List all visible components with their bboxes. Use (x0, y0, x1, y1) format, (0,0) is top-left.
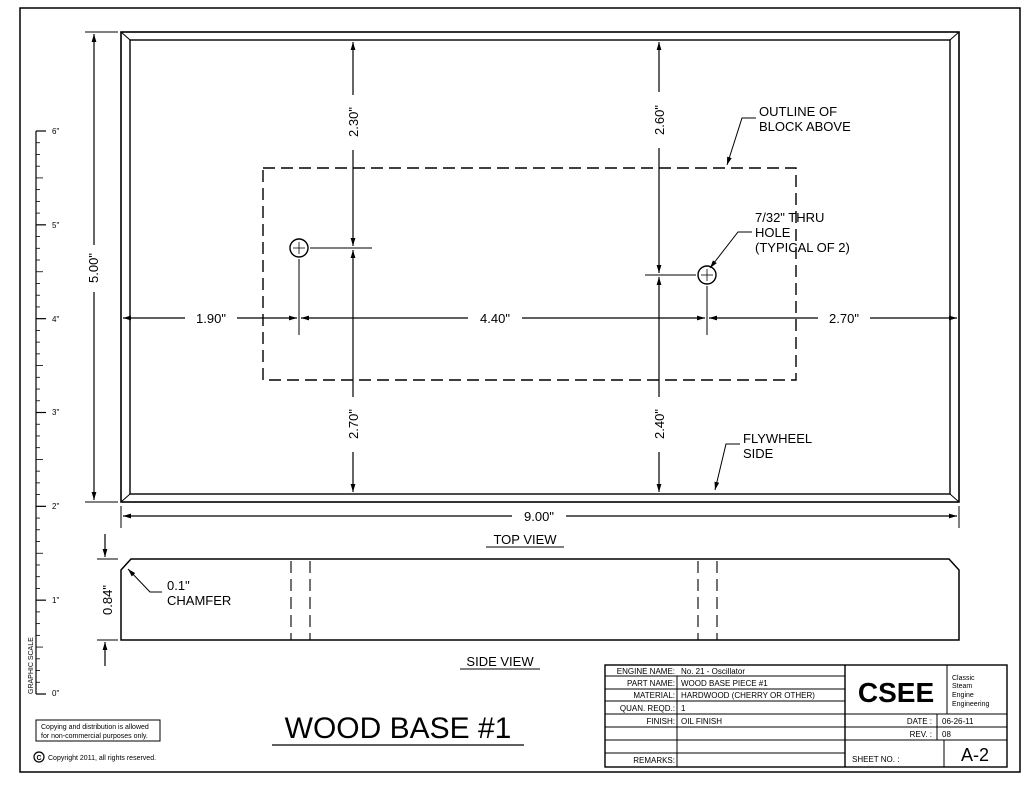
note-flywheel-line1: FLYWHEEL (743, 431, 812, 446)
rev-label: REV. : (910, 730, 932, 739)
chamfer-size: 0.1" (167, 578, 190, 593)
logo-csee: CSEE (858, 677, 934, 708)
note-outline-line1: OUTLINE OF (759, 104, 837, 119)
copyright-block: Copying and distribution is allowed for … (33, 719, 161, 763)
top-view-label: TOP VIEW (493, 532, 557, 547)
top-view: 5.00" 1.90" 4.40" 2.70" 2.30" 2.70" 2.60… (85, 31, 960, 548)
side-view-label: SIDE VIEW (466, 654, 534, 669)
sheet-label: SHEET NO. : (852, 755, 899, 764)
title-block-row-label: QUAN. REQD.: (620, 704, 675, 713)
title-block-row-value: WOOD BASE PIECE #1 (681, 679, 768, 688)
top-view-board-inner (129, 39, 951, 495)
copyright-notice-line1: Copying and distribution is allowed (41, 724, 149, 731)
scale-tick-3: 3" (52, 408, 59, 417)
copyright-text: Copyright 2011, all rights reserved. (48, 755, 156, 762)
copyright-symbol-letter: C (36, 755, 41, 762)
title-block-row-value: No. 21 - Oscillator (681, 667, 745, 676)
copyright-notice-box (35, 719, 161, 742)
dim-right-top: 2.60" (652, 105, 667, 135)
scale-tick-5: 5" (52, 221, 59, 230)
scale-tick-0: 0" (52, 689, 59, 698)
dim-left-bottom: 2.70" (346, 409, 361, 439)
right-hole (697, 265, 717, 285)
sheet-value: A-2 (961, 745, 989, 765)
logo-word-classic: Classic (952, 675, 975, 682)
note-flywheel-line2: SIDE (743, 446, 774, 461)
dim-overall-width: 9.00" (524, 509, 554, 524)
note-outline-line2: BLOCK ABOVE (759, 119, 851, 134)
title-block-row-label: MATERIAL: (633, 691, 675, 700)
drawing-title: WOOD BASE #1 (285, 712, 512, 745)
date-label: DATE : (907, 717, 932, 726)
title-block-row-label: ENGINE NAME: (617, 667, 675, 676)
dim-left-offset: 1.90" (196, 311, 226, 326)
date-value: 06-26-11 (942, 717, 974, 726)
side-view-board (120, 558, 960, 641)
title-block-row-value: HARDWOOD (CHERRY OR OTHER) (681, 691, 815, 700)
graphic-scale-label: GRAPHIC SCALE (28, 637, 35, 694)
scale-tick-1: 1" (52, 596, 59, 605)
dim-left-top: 2.30" (346, 107, 361, 137)
title-block-row-value: OIL FINISH (681, 717, 722, 726)
scale-tick-4: 4" (52, 315, 59, 324)
dim-right-offset: 2.70" (829, 311, 859, 326)
dim-hole-spacing: 4.40" (480, 311, 510, 326)
side-view: 0.84" 0.1" CHAMFER SIDE VIEW (97, 534, 960, 670)
scale-tick-6: 6" (52, 127, 59, 136)
graphic-scale: 6" 5" 4" 3" 2" 1" 0" GRAPHIC SCALE (28, 127, 59, 698)
note-hole-line1: 7/32" THRU (755, 210, 824, 225)
copyright-notice-line2: for non-commercial purposes only. (41, 733, 148, 740)
left-hole (289, 238, 309, 258)
title-block-row-label: FINISH: (647, 717, 675, 726)
title-block-row-label: PART NAME: (627, 679, 675, 688)
sheet-border (19, 7, 1021, 773)
dim-overall-height: 5.00" (86, 253, 101, 283)
copyright-symbol-icon (33, 751, 45, 763)
note-hole-line2: HOLE (755, 225, 791, 240)
dim-thickness: 0.84" (100, 585, 115, 615)
title-block-row-label: REMARKS: (633, 756, 675, 765)
logo-word-steam: Steam (952, 683, 972, 690)
scale-tick-2: 2" (52, 502, 59, 511)
rev-value: 08 (942, 730, 951, 739)
logo-word-engineering: Engineering (952, 701, 989, 708)
note-hole-line3: (TYPICAL OF 2) (755, 240, 850, 255)
chamfer-label: CHAMFER (167, 593, 231, 608)
title-block-row-value: 1 (681, 704, 686, 713)
logo-word-engine: Engine (952, 692, 974, 699)
dim-right-bottom: 2.40" (652, 409, 667, 439)
top-view-board-outer (120, 31, 960, 503)
block-outline-dashed (262, 167, 797, 381)
